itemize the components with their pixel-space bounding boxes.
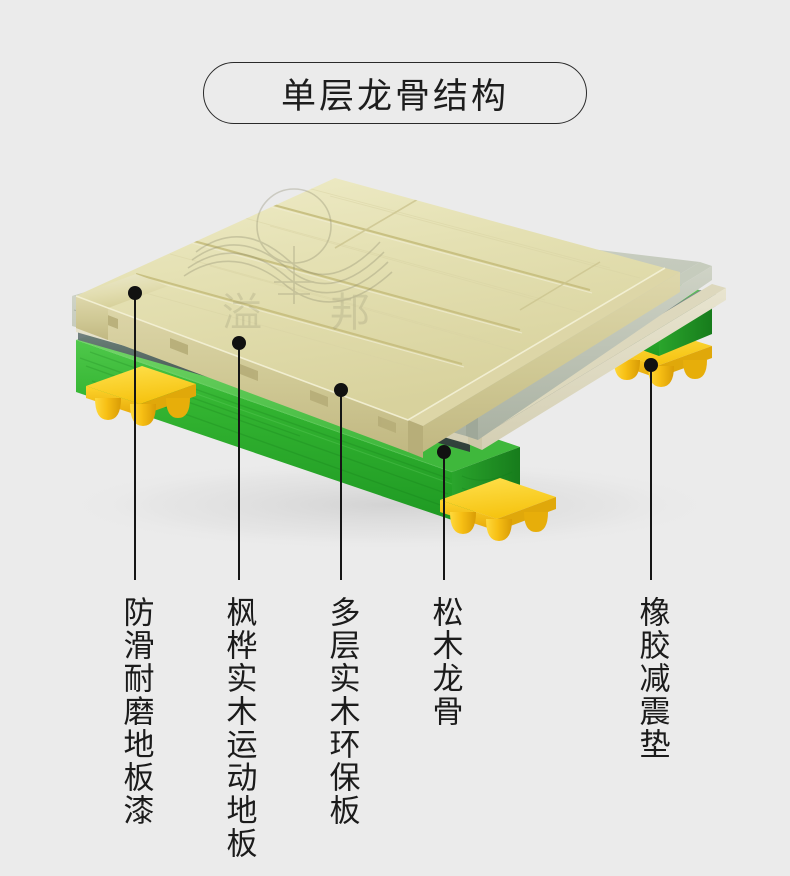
callout-line-maple-birch-sports-floor xyxy=(238,343,240,580)
callout-label-pine-joist: 松木龙骨 xyxy=(426,596,463,728)
callout-line-pine-joist xyxy=(443,452,445,580)
rubber-pad-front-right xyxy=(440,478,556,541)
callout-dot-floor-paint xyxy=(128,286,142,300)
rubber-pad-front-left xyxy=(86,366,196,426)
callout-label-rubber-shock-pad: 橡胶减震垫 xyxy=(633,596,670,761)
callout-label-floor-paint: 防滑耐磨地板漆 xyxy=(117,596,154,827)
page-title: 单层龙骨结构 xyxy=(280,76,509,117)
maple-birch-plank-deck xyxy=(76,178,680,458)
callout-line-multilayer-eco-plywood xyxy=(340,390,342,580)
callout-dot-pine-joist xyxy=(437,445,451,459)
callout-label-maple-birch-sports-floor: 枫桦实木运动地板 xyxy=(220,596,257,860)
callout-line-floor-paint xyxy=(134,293,136,580)
callout-label-multilayer-eco-plywood: 多层实木环保板 xyxy=(323,596,360,827)
detached-plank-piece xyxy=(76,274,168,340)
callout-dot-multilayer-eco-plywood xyxy=(334,383,348,397)
callout-dot-maple-birch-sports-floor xyxy=(232,336,246,350)
title-pill-outline xyxy=(203,62,587,124)
callout-line-rubber-shock-pad xyxy=(650,365,652,580)
callout-dot-rubber-shock-pad xyxy=(644,358,658,372)
